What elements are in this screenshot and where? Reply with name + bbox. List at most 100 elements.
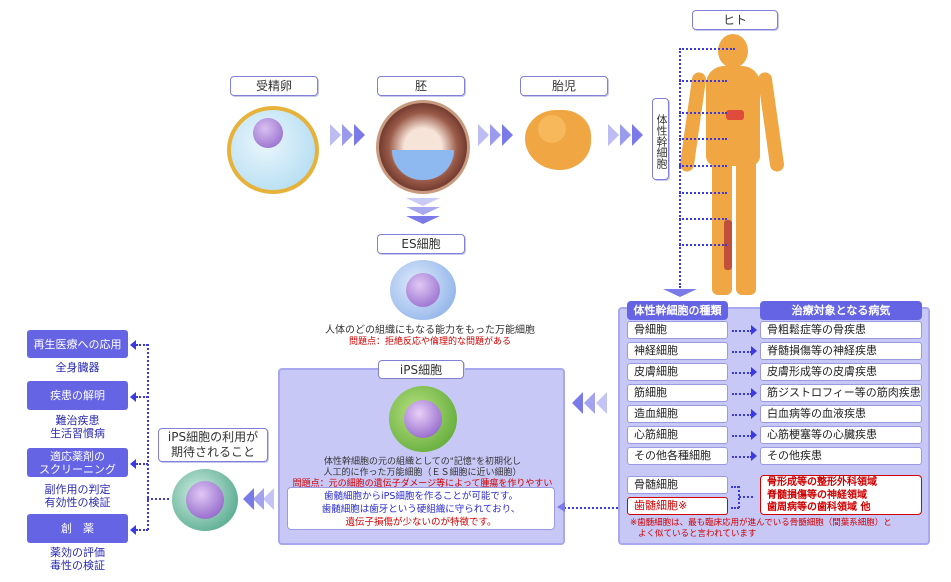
chevron-right-icon	[608, 124, 619, 146]
chevron-right-icon	[620, 124, 631, 146]
use-sub-line: 薬効の評価	[50, 546, 105, 559]
arrow-left-icon	[557, 502, 565, 512]
disease-3: 筋ジストロフィー等の筋肉疾患	[760, 384, 922, 402]
chevron-left-icon	[572, 392, 583, 414]
dotted-line	[679, 112, 727, 114]
chevron-right-icon	[478, 124, 489, 146]
dotted-line	[136, 528, 148, 531]
es-problem: 問題点：拒絶反応や倫理的な問題がある	[348, 337, 511, 347]
human-label: ヒト	[692, 10, 778, 30]
chevron-left-icon	[584, 392, 595, 414]
disease-4: 白血病等の血液疾患	[760, 405, 922, 423]
use-item-0: 再生医療への応用	[27, 330, 128, 358]
human-arm-right	[757, 71, 785, 173]
disease-2: 皮膚形成等の皮膚疾患	[760, 363, 922, 381]
use-detail-1: 難治疾患生活習慣病	[27, 414, 128, 440]
cell-type-6: その他各種細胞	[627, 447, 728, 465]
use-title-line: 創 薬	[61, 522, 94, 535]
use-sub-line: 有効性の検証	[44, 496, 111, 509]
use-item-1: 疾患の解明	[27, 381, 128, 410]
use-sub-line: 全身臓器	[55, 361, 100, 374]
cell-type-0: 骨細胞	[627, 321, 728, 339]
chevron-down-icon	[406, 216, 440, 224]
fetus-label: 胎児	[520, 76, 608, 96]
dotted-line	[136, 462, 148, 465]
arrow-right-icon	[751, 346, 757, 356]
arrow-left-icon	[130, 458, 136, 469]
es-cell-nucleus	[406, 273, 440, 307]
chevron-right-icon	[632, 124, 643, 146]
use-detail-0: 全身臓器	[27, 361, 128, 374]
chevron-left-icon	[263, 488, 274, 510]
arrow-right-icon	[751, 409, 757, 419]
chevron-right-icon	[502, 124, 513, 146]
es-description: 人体のどの組織にもなる能力をもった万能細胞	[325, 325, 535, 336]
dotted-line	[731, 507, 739, 509]
cell-type-3: 筋細胞	[627, 384, 728, 402]
disease-0: 骨粗鬆症等の骨疾患	[760, 321, 922, 339]
chevron-down-icon	[406, 198, 440, 206]
chevron-right-icon	[490, 124, 501, 146]
use-sub-line: 副作用の判定	[44, 483, 111, 496]
arrow-left-icon	[130, 391, 136, 402]
dotted-arrow	[732, 456, 752, 458]
chevron-left-icon	[596, 392, 607, 414]
disease-5: 心筋梗塞等の心臓疾患	[760, 426, 922, 444]
dotted-line	[679, 192, 727, 194]
cell-type-2: 皮膚細胞	[627, 363, 728, 381]
application-3: 歯周病等の歯科領域 他	[767, 502, 871, 513]
chevron-right-icon	[354, 124, 365, 146]
arrow-right-icon	[751, 388, 757, 398]
dotted-line	[679, 48, 681, 288]
es-cell-label: ES細胞	[377, 234, 465, 254]
dotted-arrow	[732, 372, 752, 374]
dotted-arrow	[732, 393, 752, 395]
arrow-left-icon	[130, 340, 136, 350]
use-item-2: 適応薬剤のスクリーニング	[27, 448, 128, 477]
cell-type-5: 心筋細胞	[627, 426, 728, 444]
dotted-arrow	[732, 351, 752, 353]
use-title-line: 疾患の解明	[50, 389, 105, 402]
use-title-line: 適応薬剤の	[50, 449, 105, 463]
dotted-line	[136, 395, 148, 398]
use-sub-line: 毒性の検証	[50, 559, 105, 572]
chevron-left-icon	[243, 488, 254, 510]
ips-uses-label-line-2: 期待されること	[170, 445, 255, 459]
ips-description-1: 体性幹細胞の元の組織としての"記憶"を初期化し	[323, 457, 521, 467]
human-head	[718, 34, 748, 68]
disease-6: その他疾患	[760, 447, 922, 465]
human-liver	[726, 110, 744, 120]
human-leg-right	[736, 160, 756, 295]
footnote-line-2: よく似ていると言われています	[638, 529, 757, 539]
arrow-right-icon	[751, 367, 757, 377]
dotted-line	[679, 138, 727, 140]
down-arrow-icon	[663, 289, 697, 297]
zygote-nucleus	[253, 118, 283, 148]
disease-1: 脊髄損傷等の神経疾患	[760, 342, 922, 360]
somatic-stem-vertical-label: 体性幹細胞	[652, 98, 669, 180]
dotted-line	[147, 344, 149, 530]
dotted-line	[136, 344, 148, 346]
chevron-left-icon	[253, 488, 264, 510]
human-arm-left	[679, 71, 707, 173]
use-item-3: 創 薬	[27, 514, 128, 543]
dotted-line	[147, 498, 169, 500]
use-detail-2: 副作用の判定有効性の検証	[27, 483, 128, 509]
embryo-label: 胚	[377, 76, 465, 96]
dotted-arrow	[732, 435, 752, 437]
dental-applications-box: 骨形成等の整形外科領域 脊髄損傷等の神経領域 歯周病等の歯科領域 他	[760, 475, 922, 515]
ips-problem: 問題点：元の細胞の遺伝子ダメージ等によって腫瘍を作りやすい	[292, 479, 553, 489]
ips-derived-cell-nucleus	[186, 481, 224, 519]
header-diseases: 治療対象となる病気	[760, 301, 922, 320]
chevron-right-icon	[342, 124, 353, 146]
footnote: ※歯髄細胞は、最も臨床応用が進んでいる骨髄細胞（間葉系細胞）と よく似ていると言…	[630, 518, 930, 540]
application-1: 骨形成等の整形外科領域	[767, 477, 877, 488]
ips-uses-label-line-1: iPS細胞の利用が	[167, 430, 259, 444]
dotted-line	[560, 507, 630, 509]
chevron-down-icon	[406, 207, 440, 215]
dental-pulp-cell: 歯髄細胞※	[627, 497, 728, 515]
bone-marrow-cell: 骨髄細胞	[627, 476, 728, 494]
use-sub-line: 難治疾患	[55, 414, 100, 427]
dotted-line	[739, 496, 753, 498]
ips-description-2: 人工的に作った万能細胞（ＥＳ細胞に近い細胞）	[323, 468, 522, 478]
